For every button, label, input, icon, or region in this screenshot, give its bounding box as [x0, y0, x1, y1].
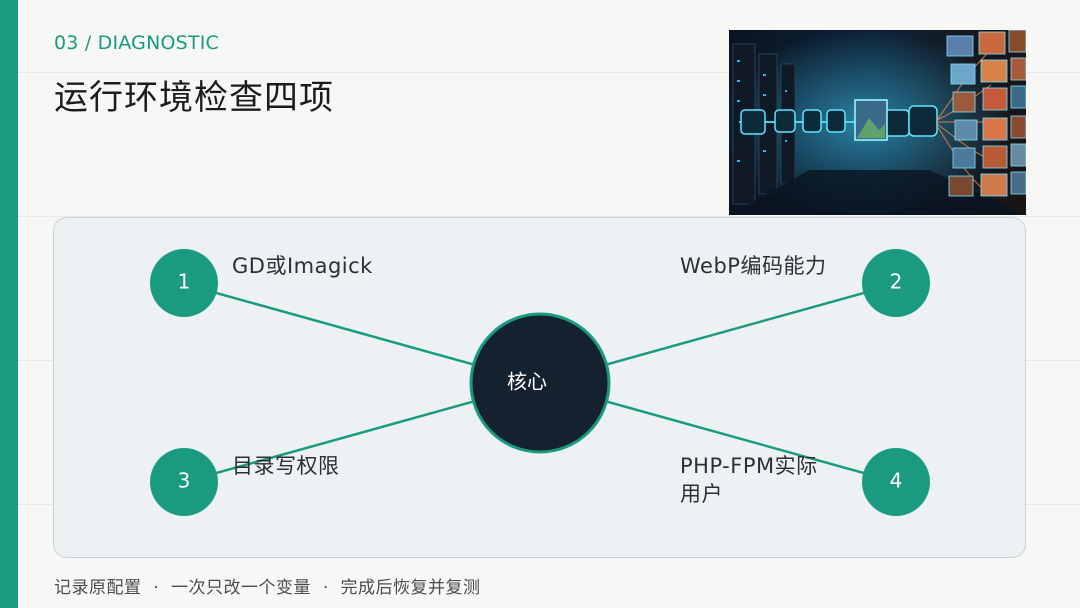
divider-line: [18, 216, 1080, 217]
node-4-label-line-1: PHP-FPM实际: [680, 454, 818, 478]
footer-note: 记录原配置 · 一次只改一个变量 · 完成后恢复并复测: [54, 578, 481, 598]
node-3-circle: [150, 448, 218, 516]
node-4-label-line-2: 用户: [680, 482, 723, 506]
node-1-number: 1: [178, 270, 191, 294]
node-2-number: 2: [890, 270, 903, 294]
node-1-label: GD或Imagick: [232, 254, 373, 278]
node-2-label: WebP编码能力: [680, 254, 827, 278]
hero-image: [729, 30, 1026, 215]
section-label: 03 / DIAGNOSTIC: [54, 32, 219, 54]
center-hub: [469, 312, 611, 454]
node-1-circle: [150, 249, 218, 317]
divider-line: [18, 72, 1080, 73]
node-4-label: PHP-FPM实际 用户: [680, 452, 818, 508]
node-4-number: 4: [890, 469, 903, 493]
center-hub-label: 核心: [507, 370, 547, 394]
node-2-circle: [862, 249, 930, 317]
accent-bar: [0, 0, 18, 608]
node-3-label: 目录写权限: [232, 454, 340, 478]
server-room-image-icon: [729, 30, 1026, 215]
node-4-circle: [862, 448, 930, 516]
node-3-number: 3: [178, 469, 191, 493]
page-title: 运行环境检查四项: [54, 78, 334, 118]
